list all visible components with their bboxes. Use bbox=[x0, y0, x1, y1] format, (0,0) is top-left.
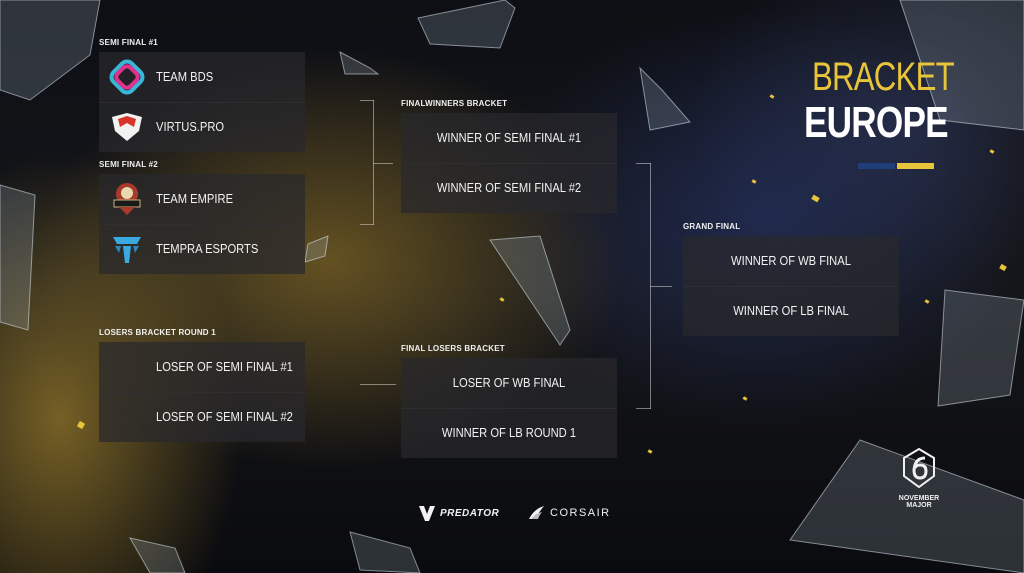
losers-final-slot-2: WINNER OF LB ROUND 1 bbox=[401, 408, 617, 458]
team-slot-tempra: TEMPRA ESPORTS bbox=[99, 224, 305, 274]
team-name: TEAM BDS bbox=[156, 69, 214, 84]
slot-text: LOSER OF WB FINAL bbox=[452, 375, 566, 390]
winners-final-slot-2: WINNER OF SEMI FINAL #2 bbox=[401, 163, 617, 213]
predator-logo-icon bbox=[419, 506, 435, 521]
virtuspro-logo-icon bbox=[112, 113, 142, 141]
connector-line bbox=[373, 100, 374, 225]
grand-final-slot-1: WINNER OF WB FINAL bbox=[683, 236, 899, 287]
slot-text: WINNER OF LB ROUND 1 bbox=[441, 425, 577, 440]
siege-6-logo-icon bbox=[903, 447, 935, 489]
sponsor-name: CORSAIR bbox=[550, 507, 611, 519]
semi-final-1-label: SEMI FINAL #1 bbox=[99, 38, 158, 47]
team-name: TEMPRA ESPORTS bbox=[156, 241, 259, 256]
connector-line bbox=[360, 384, 396, 385]
grand-final-slot-2: WINNER OF LB FINAL bbox=[683, 286, 899, 336]
slot-text: WINNER OF LB FINAL bbox=[733, 303, 849, 318]
bds-logo-icon bbox=[109, 59, 145, 95]
team-slot-bds: TEAM BDS bbox=[99, 52, 305, 103]
losers-round-1-label: LOSERS BRACKET ROUND 1 bbox=[99, 328, 216, 337]
event-line-2: MAJOR bbox=[906, 502, 932, 509]
final-winners-label: FINALWINNERS BRACKET bbox=[401, 99, 508, 108]
losers-r1-slot-1: LOSER OF SEMI FINAL #1 bbox=[99, 342, 305, 393]
connector-line bbox=[636, 163, 651, 164]
connector-line bbox=[360, 224, 374, 225]
ukraine-stripe-blue bbox=[858, 163, 895, 169]
losers-r1-slot-2: LOSER OF SEMI FINAL #2 bbox=[99, 392, 305, 442]
semi-final-2-label: SEMI FINAL #2 bbox=[99, 160, 158, 169]
slot-text: WINNER OF WB FINAL bbox=[731, 253, 851, 268]
predator-sponsor: PREDATOR bbox=[418, 503, 499, 523]
slot-text: LOSER OF SEMI FINAL #2 bbox=[156, 409, 293, 424]
sponsor-name: PREDATOR bbox=[440, 507, 500, 519]
corsair-sails-icon bbox=[529, 506, 544, 519]
ukraine-stripe-yellow bbox=[897, 163, 934, 169]
team-name: TEAM EMPIRE bbox=[156, 191, 234, 206]
winners-final-slot-1: WINNER OF SEMI FINAL #1 bbox=[401, 113, 617, 164]
corsair-sponsor: CORSAIR bbox=[528, 503, 611, 523]
connector-line bbox=[650, 286, 672, 287]
empire-logo-icon bbox=[113, 183, 141, 215]
connector-line bbox=[636, 408, 651, 409]
slot-text: WINNER OF SEMI FINAL #1 bbox=[436, 130, 582, 145]
connector-line bbox=[373, 163, 393, 164]
losers-final-slot-1: LOSER OF WB FINAL bbox=[401, 358, 617, 409]
tempra-logo-icon bbox=[113, 237, 141, 263]
event-badge: NOVEMBER MAJOR bbox=[890, 447, 948, 509]
event-line-1: NOVEMBER bbox=[898, 495, 940, 502]
team-slot-virtuspro: VIRTUS.PRO bbox=[99, 102, 305, 152]
slot-text: LOSER OF SEMI FINAL #1 bbox=[156, 359, 293, 374]
team-name: VIRTUS.PRO bbox=[156, 119, 225, 134]
grand-final-label: GRAND FINAL bbox=[683, 222, 741, 231]
team-slot-empire: TEAM EMPIRE bbox=[99, 174, 305, 225]
title-bracket: BRACKET bbox=[812, 55, 955, 99]
title-europe: EUROPE bbox=[804, 98, 949, 147]
connector-line bbox=[360, 100, 374, 101]
final-losers-label: FINAL LOSERS BRACKET bbox=[401, 344, 505, 353]
slot-text: WINNER OF SEMI FINAL #2 bbox=[436, 180, 582, 195]
